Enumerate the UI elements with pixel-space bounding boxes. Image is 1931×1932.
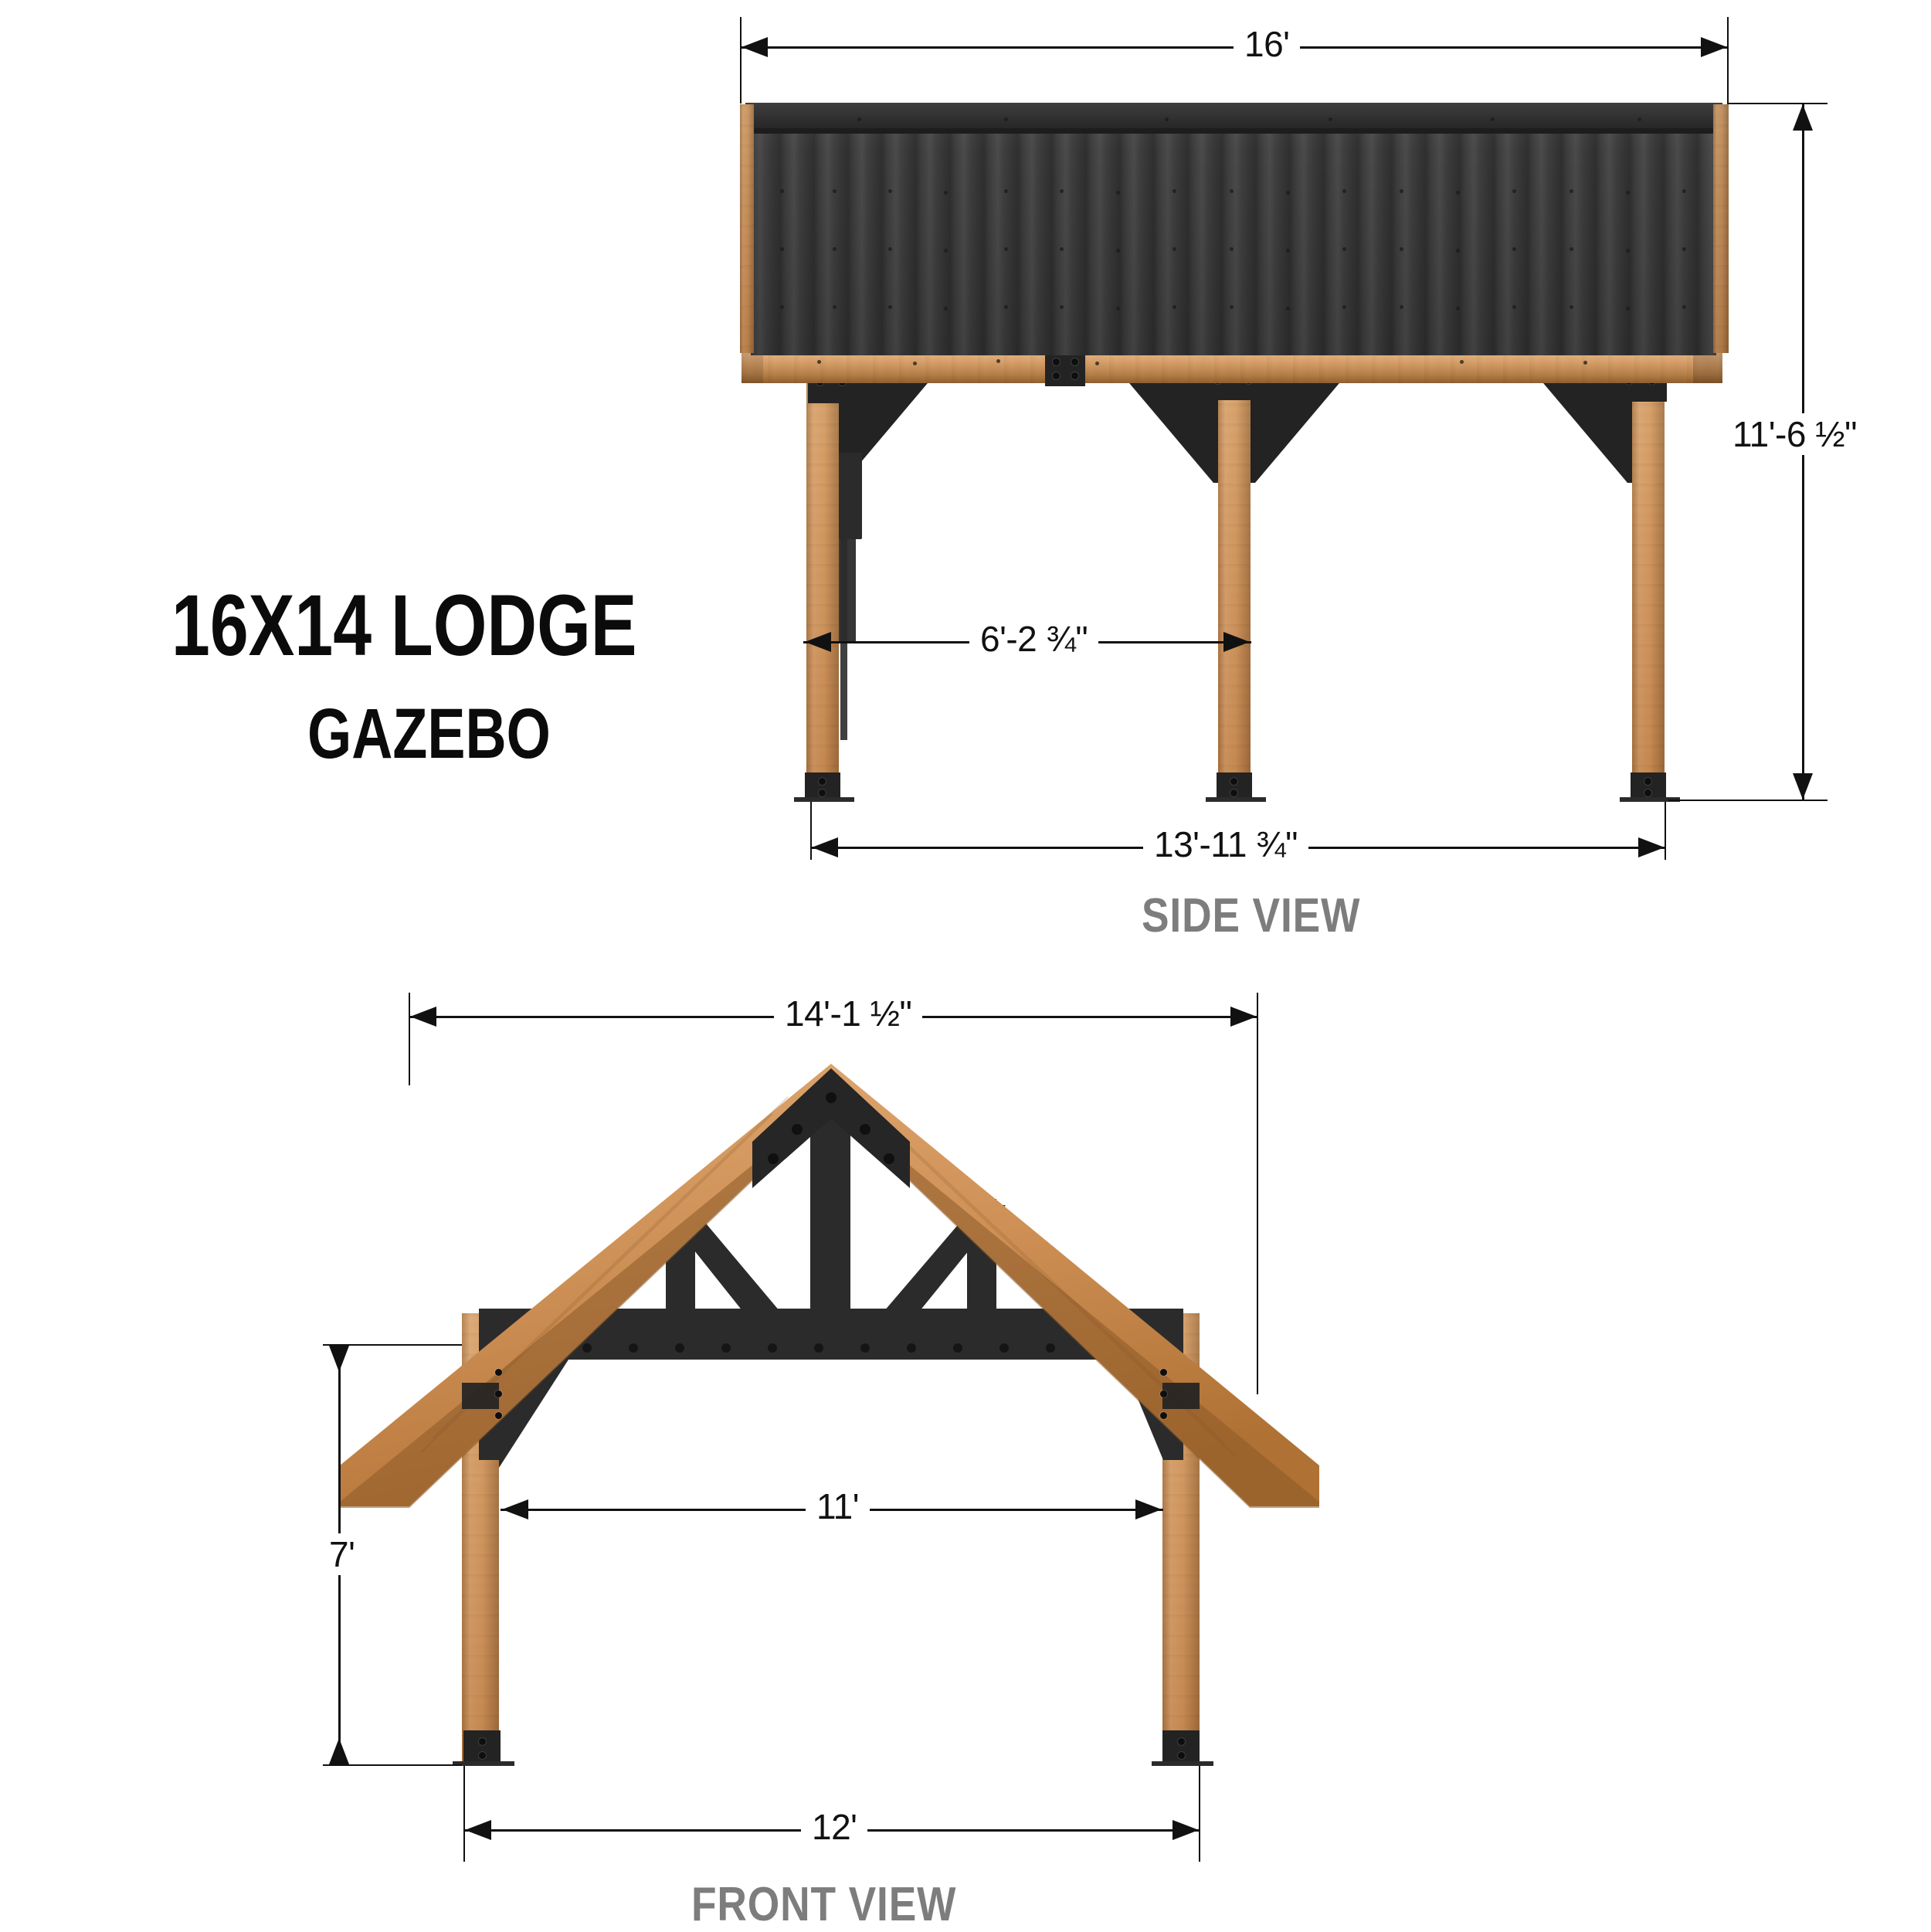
arrow-right-icon: [1638, 837, 1665, 857]
arrow-down-icon: [1793, 773, 1813, 800]
arrow-right-icon: [1173, 1820, 1199, 1840]
front-post-right-base-bracket: [1162, 1730, 1200, 1764]
dim-16ft-ext-left: [740, 17, 742, 104]
screw-icon: [817, 360, 821, 364]
side-roof-panel: [751, 108, 1716, 355]
dim-label-inner-span-front: 11': [806, 1486, 870, 1527]
front-post-left-footplate: [453, 1761, 514, 1766]
arrow-left-icon: [465, 1820, 491, 1840]
roof-ribs: [751, 108, 1716, 355]
front-post-left-base-bracket: [463, 1730, 501, 1764]
screw-icon: [857, 117, 861, 121]
arrow-left-icon: [805, 632, 831, 652]
page-title-line1: 16X14 LODGE: [171, 577, 637, 674]
bolt-icon: [479, 1752, 486, 1759]
screw-icon: [1165, 117, 1169, 121]
dim-label-post-height-front: 7': [318, 1533, 366, 1575]
bolt-icon: [1071, 372, 1078, 379]
front-post-right-top-bracket: [1162, 1383, 1200, 1409]
side-post-right-footplate: [1620, 797, 1680, 802]
screw-icon: [913, 362, 917, 365]
arrow-right-icon: [1230, 1007, 1257, 1027]
screw-icon: [1460, 360, 1464, 364]
bolt-icon: [819, 778, 826, 785]
bolt-icon: [1644, 789, 1651, 796]
screw-icon: [1583, 361, 1587, 365]
side-post-hardware-tail: [840, 539, 847, 740]
dim-16ft-ext-right: [1727, 17, 1729, 104]
bolt-icon: [1178, 1738, 1185, 1745]
dim-12ft-ext-right: [1199, 1766, 1200, 1862]
dim-label-post-spacing-side: 6'-2 ¾": [969, 618, 1099, 660]
page-title-line2: GAZEBO: [307, 694, 551, 773]
bolt-icon: [1053, 358, 1060, 365]
arrow-left-icon: [742, 37, 768, 57]
dim-front-width-ext-right: [1257, 993, 1258, 1394]
dim-height-ext-top: [1727, 103, 1827, 104]
dim-7ft-ext-bottom: [323, 1764, 462, 1766]
bolt-icon: [1071, 358, 1078, 365]
screw-icon: [1004, 117, 1008, 121]
side-roof-ridge-shadow: [745, 128, 1722, 134]
arrow-right-icon: [1223, 632, 1250, 652]
dim-label-roof-width-front: 14'-1 ½": [774, 993, 923, 1034]
arrow-left-icon: [410, 1007, 436, 1027]
bolt-icon: [1178, 1752, 1185, 1759]
side-post-middle-footplate: [1206, 797, 1266, 802]
screw-icon: [1095, 362, 1099, 365]
side-post-hardware-block: [839, 453, 862, 539]
arrow-right-icon: [1701, 37, 1727, 57]
side-post-middle: [1218, 363, 1251, 796]
arrow-down-icon: [329, 1346, 349, 1372]
side-roof-right-trim: [1713, 104, 1729, 353]
dim-label-roof-width-side: 16': [1234, 23, 1301, 65]
front-post-left: [462, 1313, 499, 1765]
side-roof-ridge-cap: [745, 103, 1722, 131]
bolt-icon: [479, 1738, 486, 1745]
front-view-caption: FRONT VIEW: [691, 1878, 957, 1931]
bolt-icon: [1230, 778, 1237, 785]
screw-icon: [996, 359, 1000, 363]
bolt-icon: [1644, 778, 1651, 785]
dim-7ft-ext-top: [323, 1344, 462, 1346]
bolt-icon: [819, 789, 826, 796]
side-roof-left-trim: [740, 104, 754, 353]
screw-icon: [1329, 117, 1332, 121]
dim-height-ext-bottom: [1668, 800, 1827, 801]
bolt-icon: [1230, 789, 1237, 796]
side-post-right: [1632, 363, 1665, 796]
dim-label-outer-span-front: 12': [801, 1806, 868, 1848]
dim-bottom-ext-left: [810, 802, 812, 860]
front-post-left-top-bracket: [462, 1383, 499, 1409]
dim-label-post-to-post-side: 13'-11 ¾": [1143, 823, 1308, 865]
roof-shading: [751, 108, 1716, 355]
side-post-left: [806, 363, 839, 796]
dim-bottom-ext-right: [1665, 802, 1666, 860]
dim-front-width-ext-left: [409, 993, 410, 1085]
arrow-left-icon: [812, 837, 838, 857]
dim-12ft-ext-left: [463, 1766, 465, 1862]
screw-icon: [1637, 117, 1641, 121]
arrow-right-icon: [1135, 1499, 1162, 1519]
bolt-icon: [1053, 372, 1060, 379]
dim-label-overall-height-side: 11'-6 ½": [1722, 413, 1868, 455]
front-post-right: [1162, 1313, 1200, 1765]
side-view-caption: SIDE VIEW: [1142, 889, 1361, 942]
side-beam-center-strap: [1045, 349, 1085, 386]
arrow-up-icon: [1793, 104, 1813, 131]
front-post-right-footplate: [1152, 1761, 1213, 1766]
arrow-left-icon: [502, 1499, 528, 1519]
side-post-left-footplate: [794, 797, 854, 802]
arrow-up-icon: [329, 1738, 349, 1764]
screw-icon: [1491, 117, 1495, 121]
